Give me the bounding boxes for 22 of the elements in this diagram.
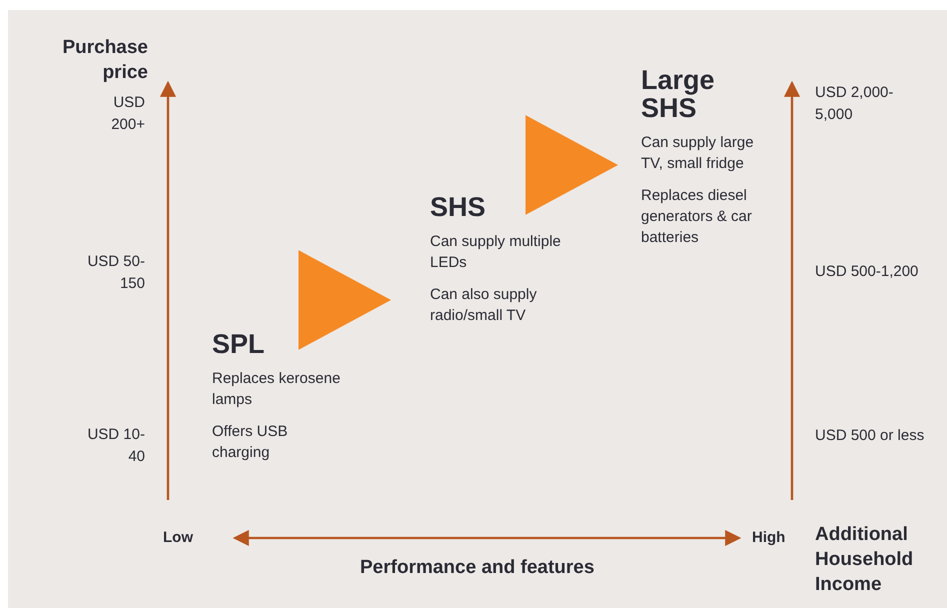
product-heading: SHS [430,193,487,221]
chevron-arrow [298,250,392,350]
feature-text: Replaces diesel generators & car batteries [641,186,753,248]
chevron-arrow [526,115,618,215]
income-label: USD 2,000-5,000 [815,83,894,125]
income-label: USD 500-1,200 [815,262,920,282]
axis-title: Additional Household Income [815,523,914,597]
product-heading: Large SHS [641,66,716,122]
axis-title: Purchase price [61,36,148,85]
price-label: USD 50-150 [86,252,145,294]
feature-text: Can supply multiple LEDs [430,232,562,273]
product-heading: SPL [212,330,266,358]
feature-text: Can also supply radio/small TV [430,285,538,326]
price-label: USD 200+ [110,93,145,135]
axis-end-label: Low [163,528,193,548]
income-label: USD 500 or less [815,426,925,446]
feature-text: Can supply large TV, small fridge [641,133,755,174]
feature-text: Offers USB charging [212,422,289,463]
axis-end-label: High [752,528,786,548]
feature-text: Replaces kerosene lamps [212,369,342,410]
price-label: USD 10-40 [86,425,145,467]
axis-title: Performance and features [360,556,594,580]
